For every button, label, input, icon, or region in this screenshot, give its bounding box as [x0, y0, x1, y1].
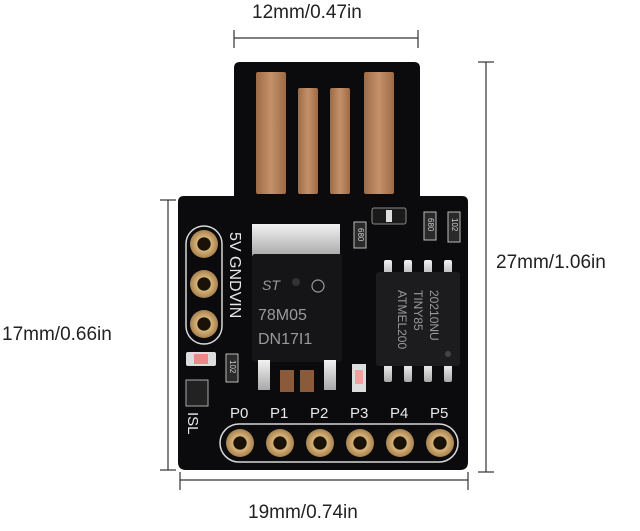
width-top-label: 12mm/0.47in [252, 2, 362, 23]
res-left-label: 102 [228, 360, 237, 374]
pin-label-p3: P3 [350, 405, 368, 422]
cap-top-label: 680 [356, 228, 365, 242]
pin-label-p2: P2 [310, 405, 328, 422]
pin-label-p0: P0 [230, 405, 248, 422]
pin-label-p4: P4 [390, 405, 408, 422]
power-pin-pads [185, 225, 223, 345]
bottom-pin-labels: P0 P1 P2 P3 P4 P5 [230, 405, 448, 422]
regulator-line2: DN17I1 [258, 331, 312, 348]
regulator-line1: 78M05 [258, 307, 307, 324]
height-body-label: 17mm/0.66in [2, 324, 112, 345]
power-pins-label: 5V GNDVIN [226, 232, 243, 318]
width-bottom-label: 19mm/0.74in [248, 502, 358, 523]
microcontroller: ATMEL200 TINY85 20210NU [376, 260, 460, 382]
pin-label-p1: P1 [270, 405, 288, 422]
small-components: 680 680 102 102 [185, 207, 461, 407]
res-right-label: 102 [450, 218, 459, 232]
st-logo: ST [262, 277, 281, 293]
voltage-regulator: ST 78M05 DN17I1 [252, 224, 342, 390]
dimension-lines [160, 30, 494, 490]
mcu-line2: TINY85 [411, 290, 425, 331]
height-total-label: 27mm/1.06in [496, 252, 606, 273]
bottom-pin-pads [219, 423, 459, 463]
mcu-line1: ATMEL200 [395, 290, 409, 349]
side-label: ISL [184, 412, 201, 435]
mcu-line3: 20210NU [427, 290, 441, 341]
pin-label-p5: P5 [430, 405, 448, 422]
usb-contacts [256, 72, 394, 194]
cap-right-label: 680 [426, 218, 435, 232]
